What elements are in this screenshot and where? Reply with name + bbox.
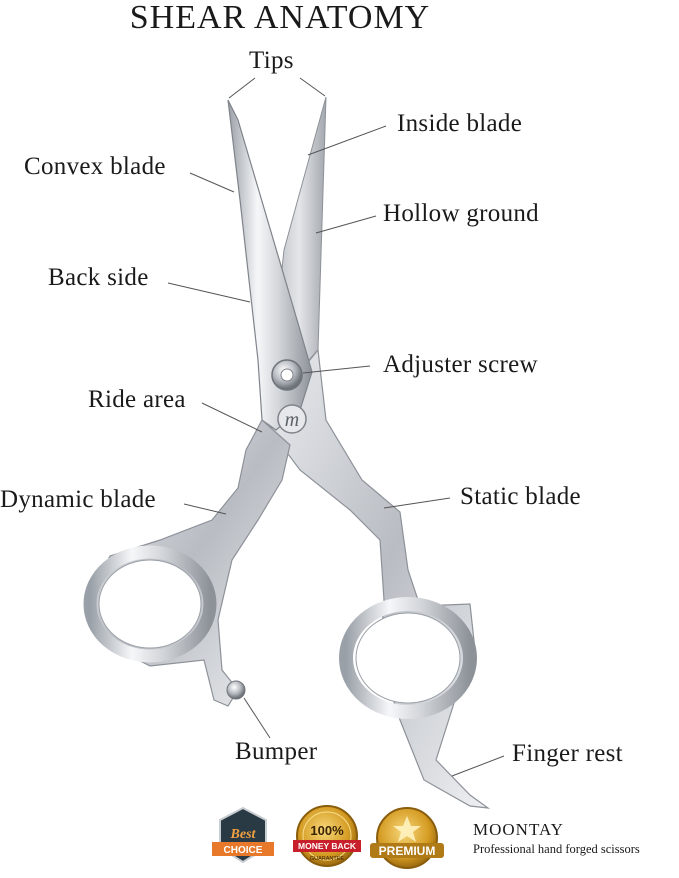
logo-medallion [277, 404, 307, 434]
leader-ride-area [201, 402, 263, 433]
label-finger-rest: Finger rest [512, 740, 623, 767]
money-badge-top: 100% [310, 823, 344, 838]
label-back-side: Back side [48, 264, 149, 291]
money-badge-bottom: GUARANTEE [310, 856, 345, 862]
brand-tagline: Professional hand forged scissors [473, 842, 640, 856]
best-badge-top: Best [230, 827, 257, 842]
leader-dynamic-blade [183, 503, 227, 515]
leader-convex-blade [189, 172, 235, 193]
leader-back-side [167, 282, 251, 303]
leader-tips-left [228, 77, 256, 99]
label-inside-blade: Inside blade [397, 110, 523, 137]
best-badge-bottom: CHOICE [224, 845, 263, 856]
leader-lines [167, 77, 505, 777]
leader-tips-right [299, 77, 326, 97]
leader-bumper [243, 697, 271, 739]
leader-adjuster-screw [302, 365, 371, 374]
dynamic-finger-ring [83, 545, 217, 663]
leader-finger-rest [451, 755, 505, 777]
brand-block: MOONTAY Professional hand forged scissor… [473, 820, 640, 858]
label-adjuster-screw: Adjuster screw [383, 351, 538, 378]
label-bumper: Bumper [235, 738, 318, 765]
label-static-blade: Static blade [460, 483, 581, 510]
label-dynamic-blade: Dynamic blade [0, 486, 156, 513]
leader-static-blade [383, 497, 451, 509]
label-tips: Tips [249, 47, 294, 74]
premium-badge-text: PREMIUM [379, 844, 436, 858]
label-hollow-ground: Hollow ground [383, 200, 539, 227]
label-convex-blade: Convex blade [24, 153, 166, 180]
label-ride-area: Ride area [88, 386, 186, 413]
static-finger-ring [339, 597, 477, 719]
best-choice-badge: Best CHOICE [212, 806, 274, 864]
money-badge-mid: MONEY BACK [298, 841, 357, 851]
money-back-badge: 100% MONEY BACK GUARANTEE [293, 805, 361, 867]
brand-name: MOONTAY [473, 820, 564, 839]
page-title: SHEAR ANATOMY [129, 0, 431, 36]
bumper-shape [226, 680, 246, 700]
leader-inside-blade [307, 125, 387, 156]
logo-letter: m [285, 409, 299, 431]
premium-badge: PREMIUM [370, 807, 444, 869]
leader-hollow-ground [315, 215, 377, 234]
